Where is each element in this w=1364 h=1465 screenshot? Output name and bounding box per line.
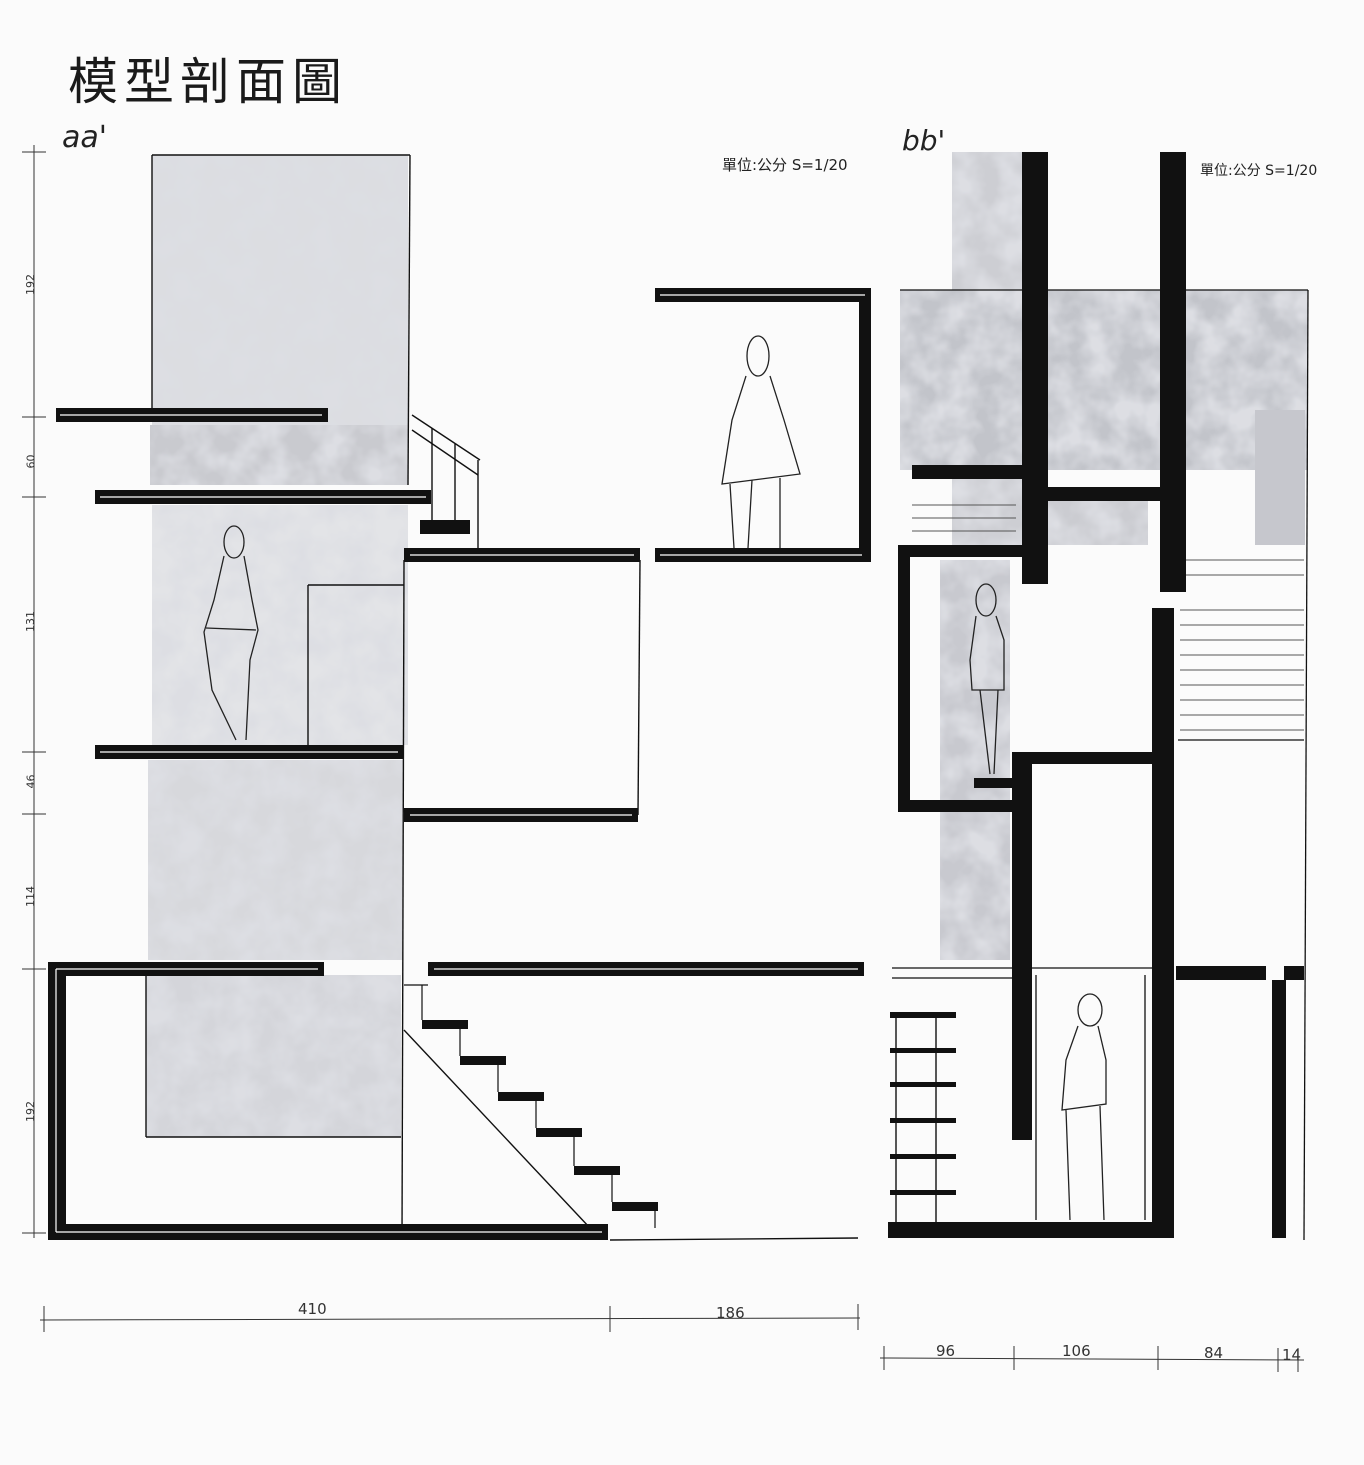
section-a-wash	[146, 155, 408, 1137]
section-b-label: bb'	[902, 124, 946, 157]
section-b-dimension-lines	[879, 1346, 1305, 1372]
dim-h-b-2: 106	[1062, 1342, 1091, 1360]
dim-h-b-3: 84	[1204, 1344, 1224, 1362]
section-a-stairs	[404, 984, 658, 1228]
section-b-walls	[888, 152, 1304, 1238]
dim-h-b-1: 96	[936, 1342, 956, 1360]
figure-person-icon	[203, 525, 259, 741]
section-b-scale-note: 單位:公分 S=1/20	[1200, 163, 1318, 179]
section-b-lines	[892, 289, 1309, 1241]
section-a-lines	[145, 154, 859, 1241]
drawing-title: 模型剖面圖	[68, 53, 348, 111]
figure-person-icon	[721, 335, 801, 549]
dim-h-a-2: 186	[716, 1304, 745, 1322]
section-a-dimension-lines	[22, 145, 861, 1332]
section-a-label: aa'	[62, 120, 108, 155]
dim-h-a-1: 410	[298, 1300, 327, 1318]
section-b-ladder	[890, 1012, 956, 1222]
figure-person-icon	[1061, 993, 1107, 1221]
section-a-scale-note: 單位:公分 S=1/20	[722, 156, 848, 174]
figure-person-icon	[969, 583, 1005, 775]
